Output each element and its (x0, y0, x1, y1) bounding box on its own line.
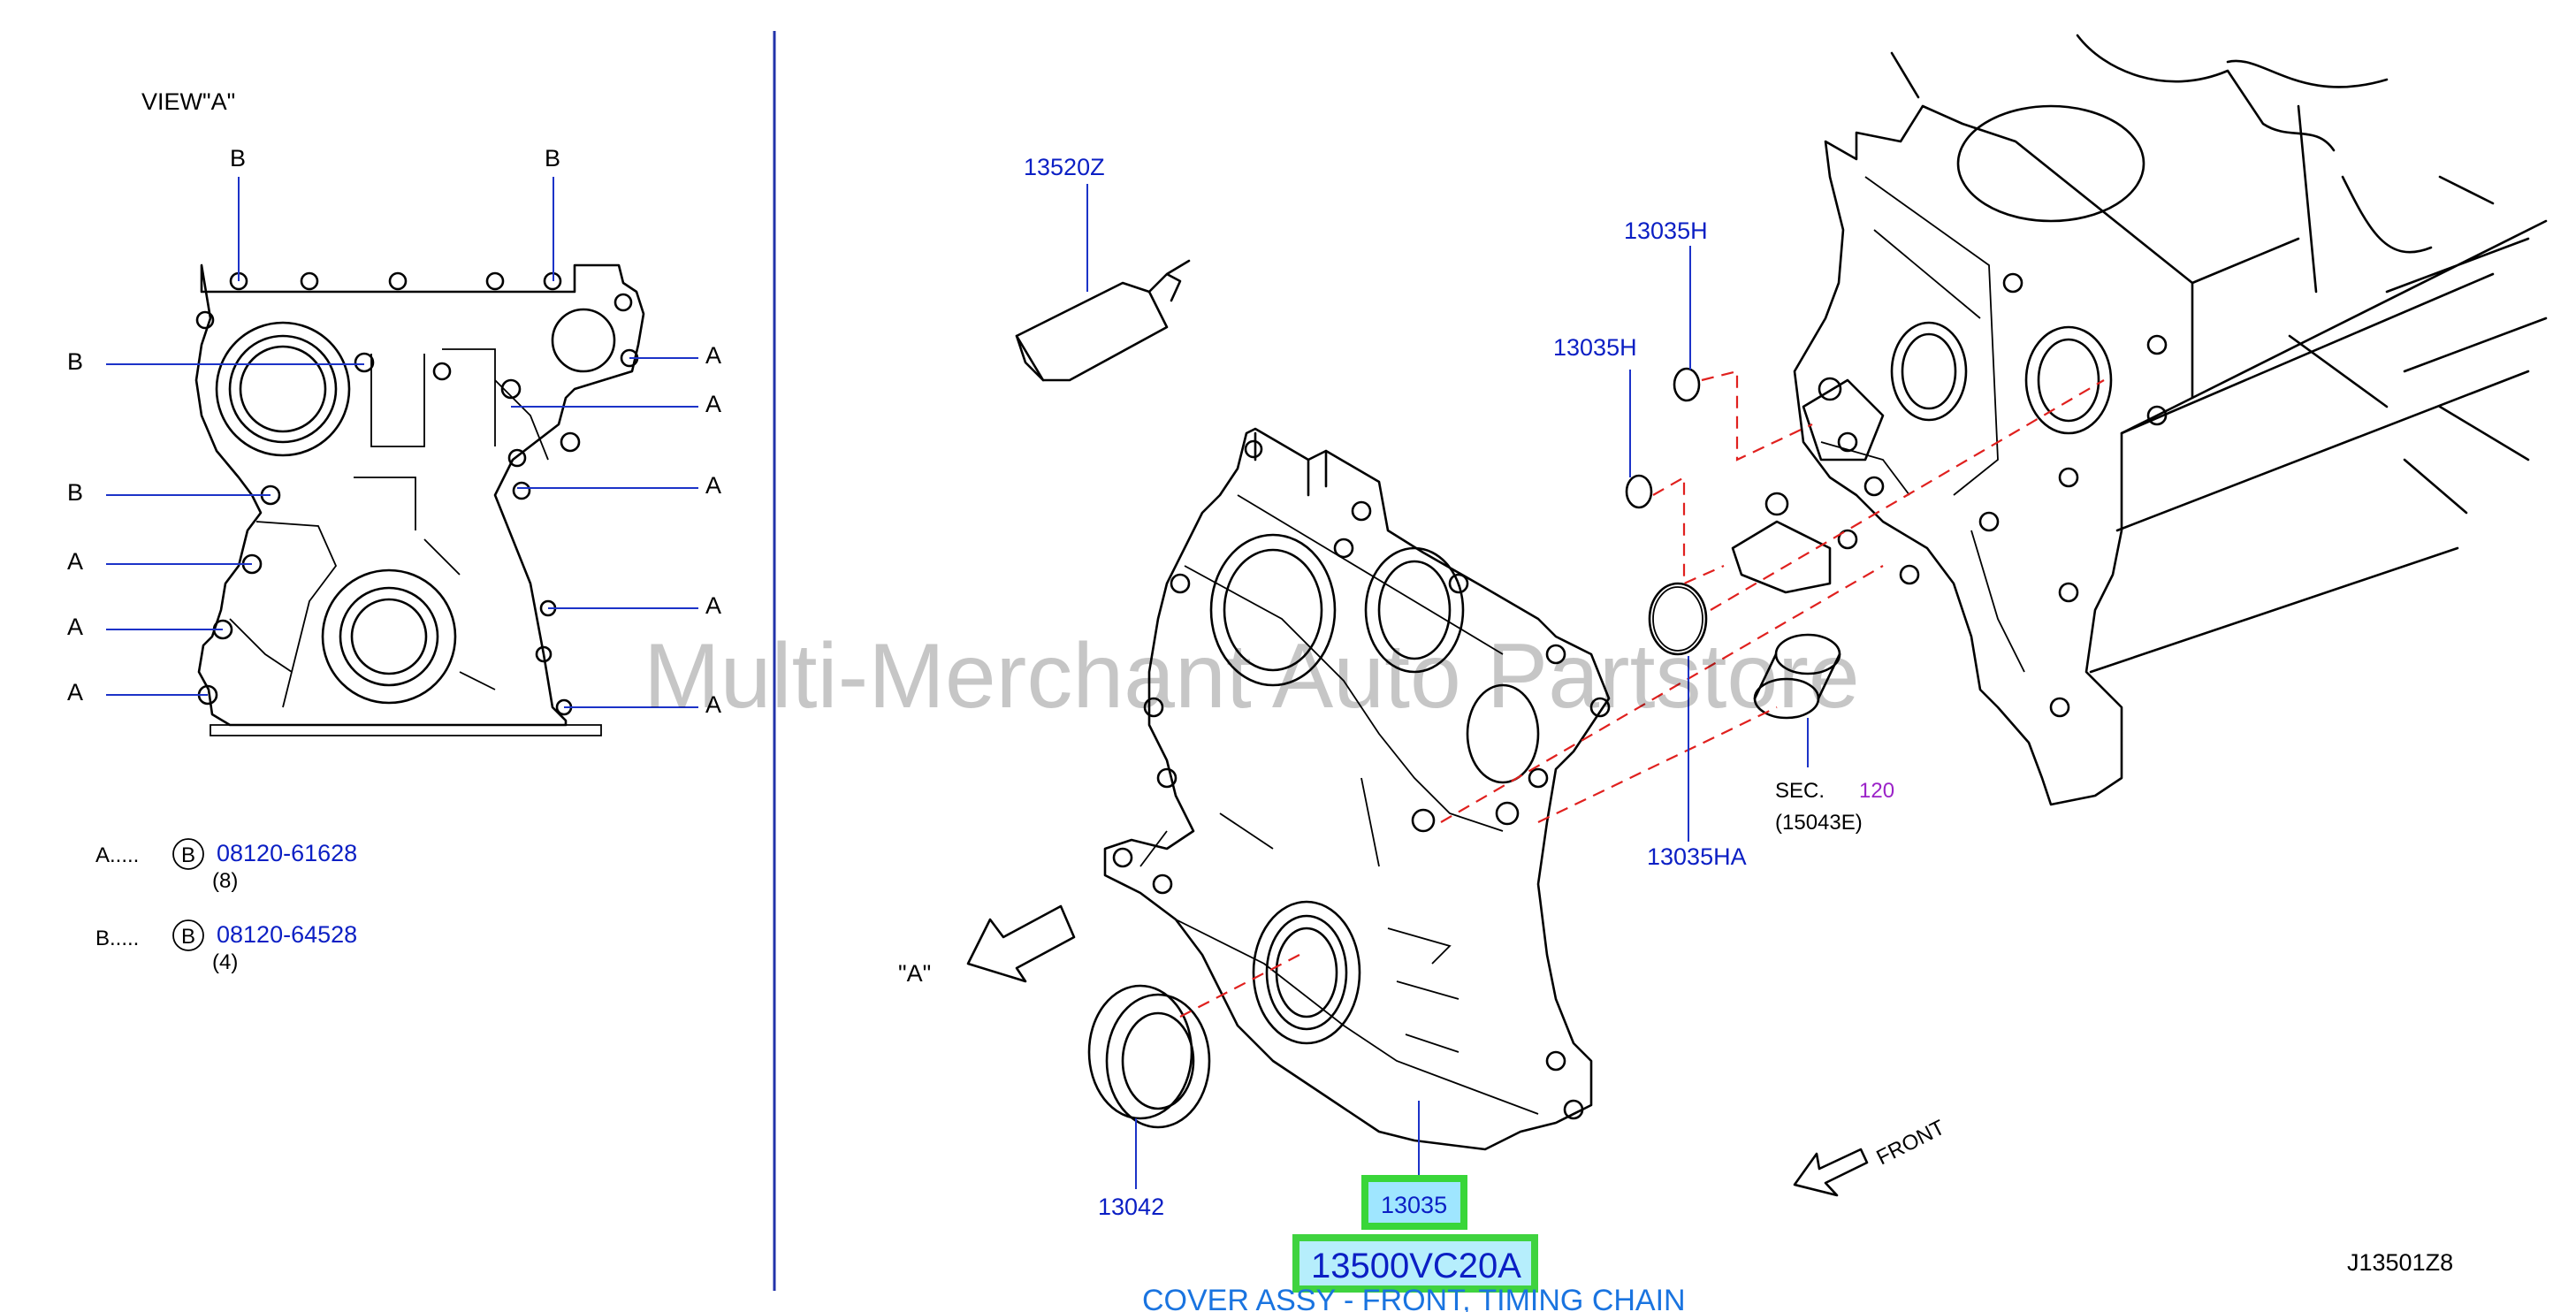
legend-qty-a: (8) (212, 869, 238, 893)
dowel-bushing-drawing (1753, 633, 1841, 720)
view-a-letter-left-4: A (67, 614, 83, 640)
legend-symbol-b: B (181, 925, 195, 949)
watermark: Multi-Merchant Auto Partstore (644, 625, 1860, 728)
oring-middle-drawing (1625, 474, 1653, 509)
highlight-part-number-box (1292, 1234, 1538, 1293)
legend-part-a[interactable]: 08120-61628 (217, 840, 357, 866)
part-13042[interactable]: 13042 (1098, 1194, 1164, 1220)
view-direction-label: "A" (898, 960, 931, 987)
view-a-letter-left-5: A (67, 679, 83, 706)
view-a-drawing (194, 263, 645, 736)
legend-key-a: A..... (95, 843, 139, 867)
view-a-letter-left-2: B (67, 479, 83, 506)
part-13035ha[interactable]: 13035HA (1647, 843, 1747, 870)
part-leaders (1086, 184, 1809, 1189)
oring-large-drawing (1648, 582, 1708, 656)
legend-bolt-symbol-b (172, 919, 204, 951)
part-13520z[interactable]: 13520Z (1024, 154, 1105, 180)
part-13035h-upper[interactable]: 13035H (1624, 217, 1708, 244)
section-ref-sub: (15043E) (1775, 811, 1863, 835)
view-direction-arrow (966, 904, 1076, 983)
section-ref-prefix: SEC. (1775, 779, 1825, 803)
view-a-letter-right-2: A (705, 391, 721, 417)
view-a-letter-left-3: A (67, 548, 83, 575)
view-a-letter-right-3: A (705, 472, 721, 499)
legend-symbol-a: B (181, 843, 195, 867)
front-arrow (1793, 1148, 1869, 1197)
legend-bolt-symbol-a (172, 838, 204, 870)
view-a-letter-top-2: B (545, 145, 560, 172)
legend-key-b: B..... (95, 927, 139, 950)
part-caption: COVER ASSY - FRONT, TIMING CHAIN (1142, 1284, 1686, 1312)
front-oil-seal-drawing (1087, 984, 1211, 1129)
legend-part-b[interactable]: 08120-64528 (217, 921, 357, 948)
view-a-letter-right-1: A (705, 342, 721, 369)
part-13035-highlight (1361, 1175, 1467, 1230)
part-13035[interactable]: 13035 (1381, 1192, 1447, 1218)
front-label: FRONT (1872, 1116, 1948, 1171)
timing-cover-drawing (1103, 427, 1611, 1151)
legend-qty-b: (4) (212, 950, 238, 974)
section-ref-number[interactable]: 120 (1859, 779, 1894, 803)
sealant-tube-drawing (1015, 259, 1191, 382)
view-a-leaders (106, 177, 698, 708)
diagram-id: J13501Z8 (2347, 1249, 2453, 1276)
view-a-letter-top-1: B (230, 145, 246, 172)
highlight-part-number[interactable]: 13500VC20A (1311, 1247, 1521, 1285)
engine-block-drawing (1731, 34, 2548, 806)
view-a-letter-left-1: B (67, 348, 83, 375)
view-a-letter-right-5: A (705, 691, 721, 718)
part-13035h-middle[interactable]: 13035H (1553, 334, 1637, 361)
view-a-bolt-holes (195, 271, 639, 716)
view-a-letter-right-4: A (705, 592, 721, 619)
oring-upper-drawing (1673, 367, 1701, 402)
assembly-dash-lines (1179, 370, 2105, 1018)
bolt-legend: A..... B 08120-61628 (8) B..... B 08120-… (95, 838, 357, 974)
view-a-title: VIEW"A" (141, 88, 235, 115)
